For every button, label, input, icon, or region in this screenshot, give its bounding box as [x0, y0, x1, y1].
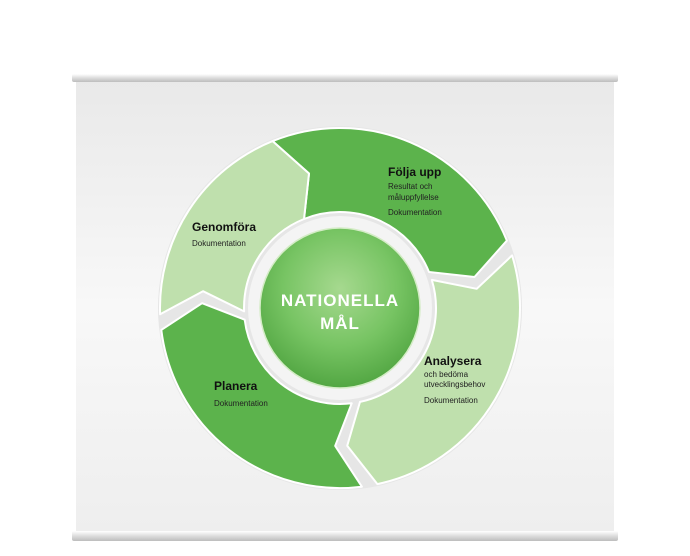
segment-title: Genomföra — [192, 220, 256, 234]
segment-folja-upp — [271, 127, 508, 278]
center-circle — [259, 227, 421, 389]
segment-detail: Resultat och — [388, 182, 432, 191]
segment-title: Följa upp — [388, 165, 441, 179]
segment-detail: utvecklingsbehov — [424, 380, 485, 389]
segment-detail: Dokumentation — [388, 208, 442, 217]
center-label-line2: MÅL — [320, 314, 360, 333]
segment-label-analysera: Analysera och bedöma utvecklingsbehov Do… — [424, 354, 485, 405]
segment-genomfora — [159, 140, 310, 316]
segment-label-genomfora: Genomföra Dokumentation — [192, 220, 256, 248]
segment-detail: Dokumentation — [214, 399, 268, 408]
segment-detail: måluppfyllelse — [388, 193, 439, 202]
segment-title: Analysera — [424, 354, 482, 368]
center-label-line1: NATIONELLA — [281, 291, 399, 310]
segment-detail: Dokumentation — [192, 239, 246, 248]
segment-detail: Dokumentation — [424, 396, 478, 405]
board-top-bar — [72, 74, 618, 82]
segment-planera — [160, 302, 363, 490]
segment-label-folja-upp: Följa upp Resultat och måluppfyllelse Do… — [388, 165, 442, 217]
segment-detail: och bedöma — [424, 370, 469, 379]
board-bottom-bar — [72, 531, 618, 541]
segment-analysera — [346, 254, 521, 486]
segment-title: Planera — [214, 379, 258, 393]
segment-label-planera: Planera Dokumentation — [214, 379, 268, 408]
